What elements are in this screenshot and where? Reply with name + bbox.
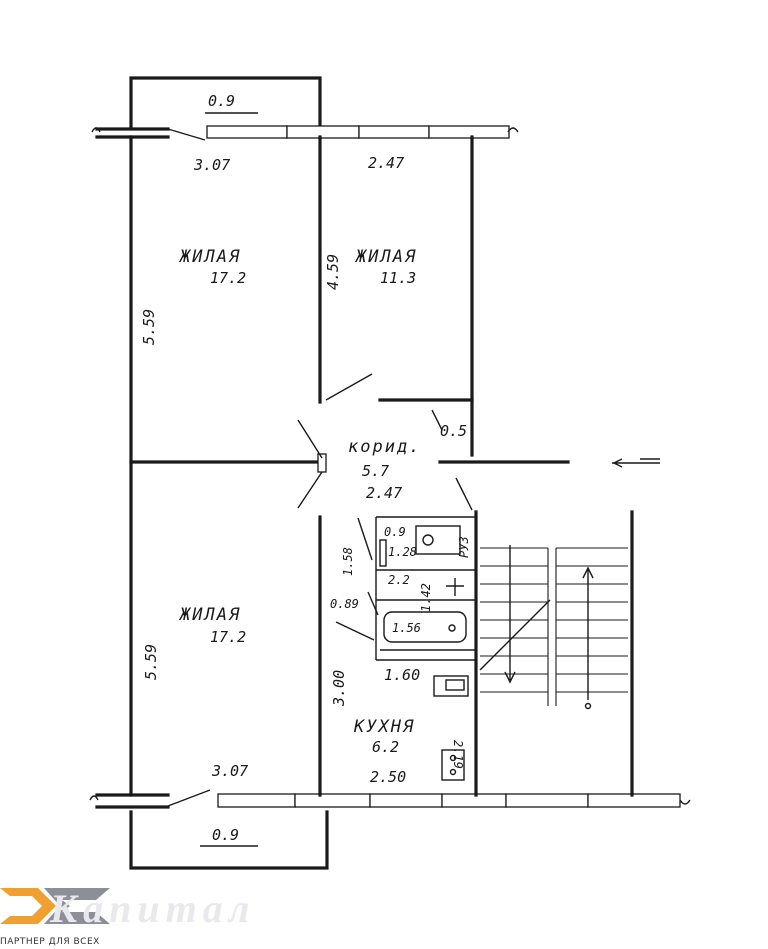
room-area-living-top-left: 17.2: [210, 269, 246, 287]
dim-balcony-bottom: 0.9: [212, 826, 239, 844]
dim-kitchen-side: 2.19: [451, 740, 465, 769]
dim-hall-width: 1.60: [384, 666, 420, 684]
room-area-corridor: 5.7: [362, 462, 389, 480]
dim-wc-side: 1.58: [341, 547, 355, 576]
room-label-living-bottom: ЖИЛАЯ: [178, 605, 241, 625]
room-label-living-top-left: ЖИЛАЯ: [178, 247, 241, 267]
room-area-living-top-right: 11.3: [380, 269, 416, 287]
stairwell: [480, 547, 628, 706]
interior-walls: [129, 135, 634, 797]
balcony-top: [129, 76, 322, 130]
dim-bath-side: 1.42: [419, 583, 433, 612]
stair-arrows: [479, 545, 594, 710]
room-area-living-bottom: 17.2: [210, 628, 246, 646]
room-label-corridor: корид.: [348, 437, 421, 457]
dim-top-right-width: 2.47: [368, 154, 404, 172]
room-label-living-top-right: ЖИЛАЯ: [354, 247, 417, 267]
dim-top-left-width: 3.07: [193, 156, 230, 174]
dim-corridor-gap: 0.5: [440, 422, 467, 440]
room-label-kitchen: КУХНЯ: [353, 717, 415, 737]
fixtures: [379, 525, 469, 781]
dim-bottom-left-width: 3.07: [211, 762, 248, 780]
logo-mark-orange: [0, 888, 56, 924]
logo-tagline: ПАРТНЕР ДЛЯ ВСЕХ: [0, 937, 100, 947]
room-area-closet-b: 1.28: [388, 545, 417, 559]
exterior-wall-top: [91, 125, 519, 141]
dim-kitchen-depth: 3.00: [330, 670, 348, 707]
room-area-wc: 0.9: [384, 525, 406, 539]
balcony-bottom: [129, 810, 329, 870]
dim-mid-depth: 4.59: [324, 254, 342, 290]
dim-wc-small: РУЗ: [457, 536, 471, 558]
dim-left-depth-top: 5.59: [140, 309, 158, 345]
logo-mark-gray: [44, 888, 110, 924]
exterior-wall-bottom: [89, 789, 691, 809]
dim-left-depth-bottom: 5.59: [142, 644, 160, 680]
company-logo: Капитал ПАРТНЕР ДЛЯ ВСЕХ: [0, 886, 255, 947]
dim-balcony-top: 0.9: [208, 92, 235, 110]
dim-wc-width: 0.89: [330, 597, 359, 611]
room-area-closet-a: 2.2: [388, 573, 410, 587]
dim-kitchen-width: 2.50: [370, 768, 406, 786]
door-swings: [297, 373, 473, 641]
room-area-kitchen: 6.2: [372, 738, 399, 756]
logo-text: Капитал: [49, 886, 255, 931]
dim-corridor-width: 2.47: [366, 484, 402, 502]
entry-arrow: [612, 458, 660, 468]
room-area-bath: 1.56: [392, 621, 421, 635]
